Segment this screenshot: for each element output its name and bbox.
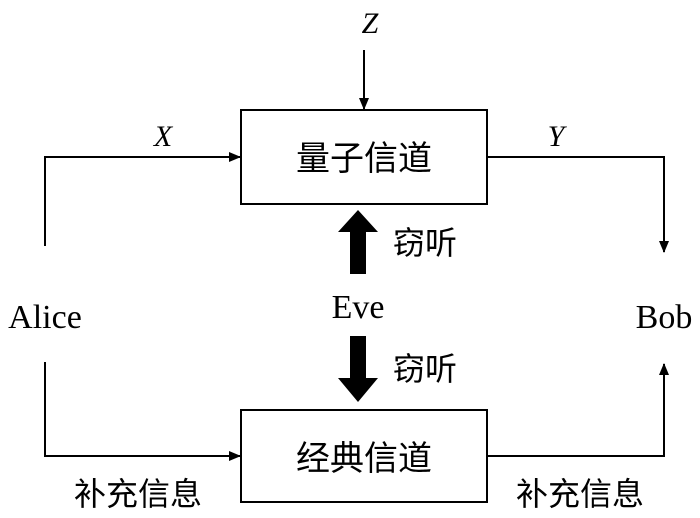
bob-node: Bob bbox=[636, 299, 693, 336]
alice-to-quantum-line bbox=[44, 152, 241, 246]
classical-to-bob-line bbox=[488, 363, 669, 457]
quantum-to-bob-line bbox=[488, 156, 669, 253]
z-label: Z bbox=[362, 7, 379, 40]
y-label: Y bbox=[548, 120, 568, 153]
eve-node: Eve bbox=[332, 289, 385, 326]
eavesdrop-top-label: 窃听 bbox=[393, 225, 457, 261]
eavesdrop-bottom-label: 窃听 bbox=[393, 351, 457, 387]
eavesdrop-down-arrow bbox=[338, 336, 378, 402]
alice-to-classical-line bbox=[44, 362, 241, 461]
x-label: X bbox=[153, 120, 174, 153]
alice-node: Alice bbox=[8, 299, 82, 336]
quantum-channel-label: 量子信道 bbox=[296, 140, 432, 178]
eavesdrop-up-arrow bbox=[338, 210, 378, 274]
side-info-left-label: 补充信息 bbox=[74, 476, 202, 512]
quantum-channel-box bbox=[240, 109, 488, 205]
classical-channel-label: 经典信道 bbox=[296, 440, 432, 478]
classical-channel-box bbox=[240, 409, 488, 503]
side-info-right-label: 补充信息 bbox=[516, 476, 644, 512]
